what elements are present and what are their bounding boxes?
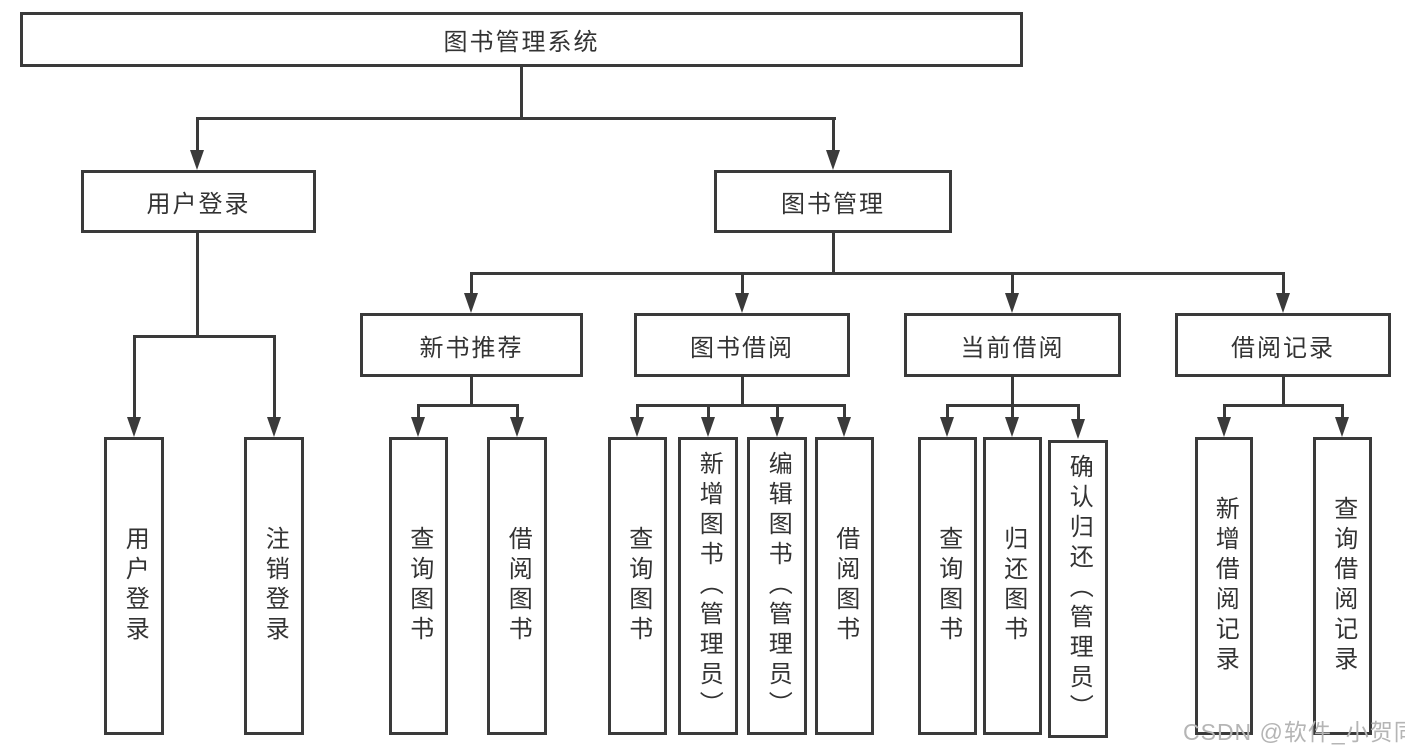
leaf-borrow-books-recommend-label: 借阅图书 xyxy=(504,526,532,646)
leaf-user-login: 用户登录 xyxy=(104,437,164,735)
connector-line xyxy=(1282,272,1285,296)
leaf-confirm-return-admin-label: 确认归还（管理员） xyxy=(1065,454,1093,724)
connector-line xyxy=(133,335,276,338)
leaf-edit-books-admin-label: 编辑图书（管理员） xyxy=(764,451,792,721)
connector-line xyxy=(516,404,519,419)
node-borrow-records: 借阅记录 xyxy=(1175,313,1391,377)
leaf-add-borrow-record-label: 新增借阅记录 xyxy=(1211,496,1239,676)
connector-line xyxy=(946,404,949,419)
connector-line xyxy=(1011,404,1014,419)
node-root-label: 图书管理系统 xyxy=(443,29,600,56)
arrowhead-down-icon xyxy=(1217,417,1231,437)
connector-line xyxy=(636,404,639,419)
connector-line xyxy=(133,335,136,420)
connector-line xyxy=(741,272,744,296)
leaf-query-borrow-record-label: 查询借阅记录 xyxy=(1329,496,1357,676)
connector-line xyxy=(1011,377,1014,407)
node-user-login: 用户登录 xyxy=(81,170,316,233)
arrowhead-down-icon xyxy=(1005,417,1019,437)
leaf-add-books-admin: 新增图书（管理员） xyxy=(678,437,738,735)
leaf-logout-label: 注销登录 xyxy=(261,526,289,646)
arrowhead-down-icon xyxy=(826,150,840,170)
connector-line xyxy=(273,335,276,420)
node-current-borrow: 当前借阅 xyxy=(904,313,1121,377)
connector-line xyxy=(520,67,523,120)
arrowhead-down-icon xyxy=(735,293,749,313)
arrowhead-down-icon xyxy=(510,417,524,437)
connector-line xyxy=(832,117,835,153)
arrowhead-down-icon xyxy=(1276,293,1290,313)
connector-line xyxy=(417,404,519,407)
arrowhead-down-icon xyxy=(1005,293,1019,313)
leaf-borrow-books: 借阅图书 xyxy=(815,437,874,735)
leaf-query-borrow-record: 查询借阅记录 xyxy=(1313,437,1372,735)
connector-line xyxy=(832,233,835,275)
leaf-query-books-current-label: 查询图书 xyxy=(934,526,962,646)
arrowhead-down-icon xyxy=(1335,417,1349,437)
leaf-borrow-books-label: 借阅图书 xyxy=(831,526,859,646)
node-borrow-records-label: 借阅记录 xyxy=(1231,334,1335,362)
connector-line xyxy=(776,404,779,419)
node-book-borrow: 图书借阅 xyxy=(634,313,850,377)
arrowhead-down-icon xyxy=(464,293,478,313)
watermark: CSDN @软件_小贺同学 xyxy=(1183,719,1405,745)
node-book-borrow-label: 图书借阅 xyxy=(690,334,794,362)
arrowhead-down-icon xyxy=(127,417,141,437)
node-new-book-recommend-label: 新书推荐 xyxy=(419,334,524,362)
node-current-borrow-label: 当前借阅 xyxy=(960,334,1065,362)
leaf-add-books-admin-label: 新增图书（管理员） xyxy=(695,451,723,721)
node-book-management: 图书管理 xyxy=(714,170,952,233)
leaf-logout: 注销登录 xyxy=(244,437,304,735)
arrowhead-down-icon xyxy=(940,417,954,437)
arrowhead-down-icon xyxy=(267,417,281,437)
connector-line xyxy=(1341,404,1344,419)
connector-line xyxy=(1223,404,1344,407)
connector-line xyxy=(1282,377,1285,407)
node-user-login-label: 用户登录 xyxy=(146,191,251,218)
connector-line xyxy=(741,377,744,407)
connector-line xyxy=(636,404,846,407)
arrowhead-down-icon xyxy=(411,417,425,437)
node-book-management-label: 图书管理 xyxy=(781,191,885,218)
arrowhead-down-icon xyxy=(1071,419,1085,439)
leaf-return-books: 归还图书 xyxy=(983,437,1042,735)
connector-line xyxy=(707,404,710,419)
arrowhead-down-icon xyxy=(701,417,715,437)
connector-line xyxy=(470,272,1284,275)
leaf-query-books-recommend: 查询图书 xyxy=(389,437,448,735)
leaf-query-books-current: 查询图书 xyxy=(918,437,977,735)
leaf-query-books-recommend-label: 查询图书 xyxy=(405,526,433,646)
connector-line xyxy=(417,404,420,419)
connector-line xyxy=(196,117,199,153)
leaf-add-borrow-record: 新增借阅记录 xyxy=(1195,437,1253,735)
arrowhead-down-icon xyxy=(630,417,644,437)
connector-line xyxy=(196,117,836,120)
leaf-borrow-books-recommend: 借阅图书 xyxy=(487,437,547,735)
leaf-query-books-borrow-label: 查询图书 xyxy=(624,526,652,646)
connector-line xyxy=(470,377,473,407)
node-root: 图书管理系统 xyxy=(20,12,1023,67)
leaf-user-login-label: 用户登录 xyxy=(121,526,149,646)
arrowhead-down-icon xyxy=(837,417,851,437)
leaf-edit-books-admin: 编辑图书（管理员） xyxy=(747,437,807,735)
connector-line xyxy=(843,404,846,419)
connector-line xyxy=(1011,272,1014,296)
connector-line xyxy=(470,272,473,296)
leaf-confirm-return-admin: 确认归还（管理员） xyxy=(1048,440,1108,738)
leaf-return-books-label: 归还图书 xyxy=(999,526,1027,646)
connector-line xyxy=(1077,404,1080,421)
connector-line xyxy=(1223,404,1226,419)
leaf-query-books-borrow: 查询图书 xyxy=(608,437,667,735)
arrowhead-down-icon xyxy=(770,417,784,437)
arrowhead-down-icon xyxy=(190,150,204,170)
node-new-book-recommend: 新书推荐 xyxy=(360,313,583,377)
connector-line xyxy=(196,233,199,338)
